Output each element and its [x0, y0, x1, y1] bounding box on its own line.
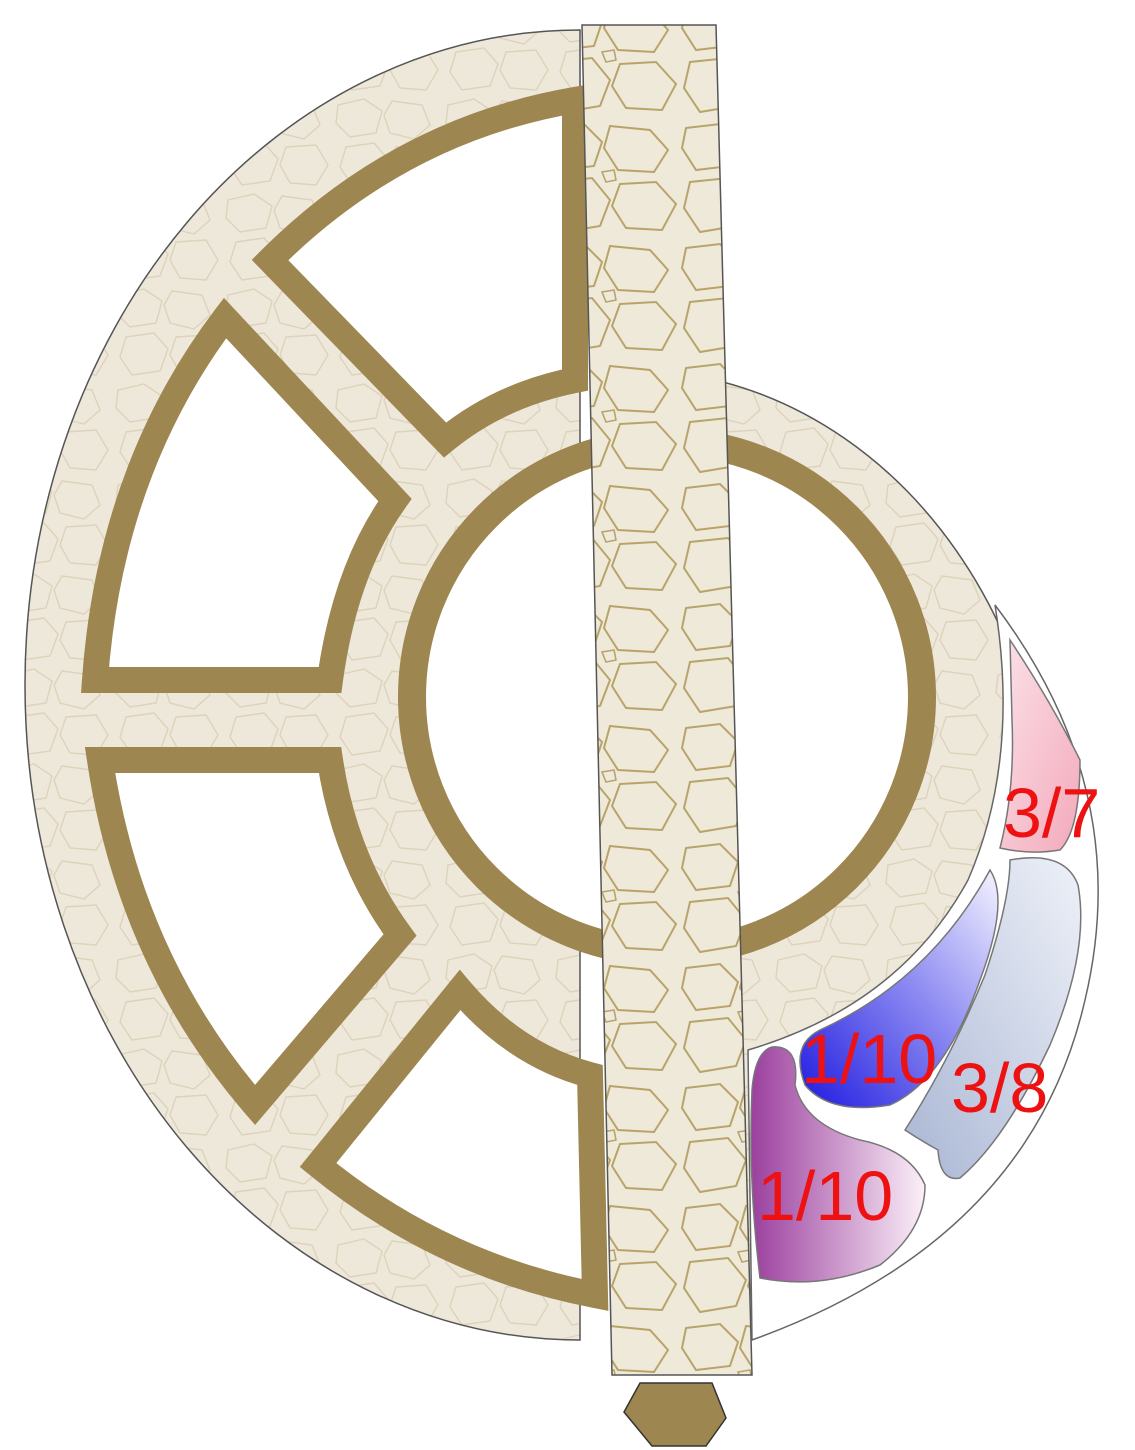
label-purple: 1/10 [757, 1157, 893, 1235]
label-pink: 3/7 [1003, 774, 1100, 852]
label-gray-blue: 3/8 [951, 1049, 1048, 1127]
bottom-stone [624, 1383, 726, 1446]
label-blue: 1/10 [801, 1020, 937, 1098]
central-pillar [582, 25, 752, 1375]
